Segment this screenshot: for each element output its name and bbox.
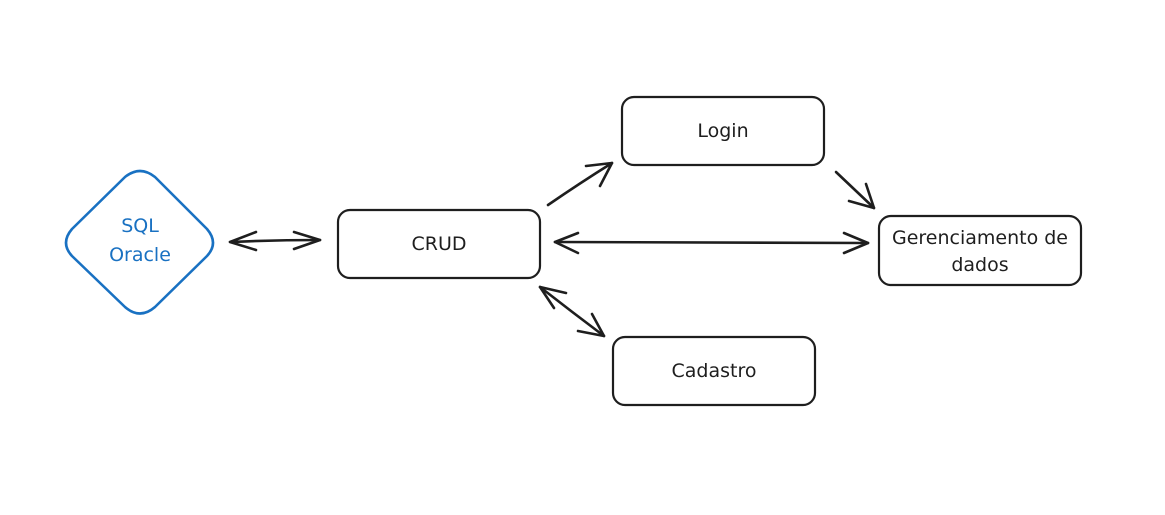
edge-database-crud-arrowhead-left — [228, 230, 258, 252]
edge-crud-login-line — [546, 161, 614, 207]
edge-crud-gerenciamento-arrowhead-left — [553, 231, 580, 255]
edge-login-gerenciamento-line — [834, 170, 876, 210]
node-sql-oracle[interactable]: SQL Oracle — [64, 169, 215, 315]
sql-oracle-label-line2: Oracle — [109, 244, 171, 266]
edge-crud-login — [546, 161, 614, 207]
node-crud[interactable]: CRUD — [336, 208, 542, 280]
edge-crud-cadastro-arrowhead-bottom — [576, 312, 606, 338]
gerenciamento-label-line1: Gerenciamento de — [892, 227, 1068, 249]
node-gerenciamento-de-dados[interactable]: Gerenciamento de dados — [877, 214, 1083, 287]
edge-crud-gerenciamento — [553, 231, 870, 255]
edge-database-crud-arrowhead-right — [292, 230, 322, 251]
edge-database-crud-line — [228, 238, 322, 244]
cadastro-box — [611, 335, 817, 407]
edge-crud-gerenciamento-arrowhead-right — [842, 231, 870, 255]
sql-oracle-diamond-shape — [64, 169, 215, 315]
edge-crud-cadastro-line — [538, 285, 606, 338]
edge-login-gerenciamento — [834, 170, 876, 210]
crud-label: CRUD — [411, 233, 466, 255]
login-box — [620, 95, 826, 167]
gerenciamento-label-line2: dados — [951, 254, 1008, 276]
edge-crud-cadastro-arrowhead-top — [538, 285, 568, 310]
edge-crud-login-arrowhead — [584, 161, 614, 188]
login-label: Login — [697, 120, 748, 142]
edge-database-crud — [228, 230, 322, 252]
cadastro-label: Cadastro — [672, 360, 757, 382]
node-login[interactable]: Login — [620, 95, 826, 167]
edge-crud-gerenciamento-line — [553, 240, 870, 245]
edge-crud-cadastro — [538, 285, 606, 338]
gerenciamento-box — [877, 214, 1083, 287]
node-cadastro[interactable]: Cadastro — [611, 335, 817, 407]
crud-box — [336, 208, 542, 280]
sql-oracle-label-line1: SQL — [121, 215, 159, 237]
edge-login-gerenciamento-arrowhead — [847, 182, 876, 210]
